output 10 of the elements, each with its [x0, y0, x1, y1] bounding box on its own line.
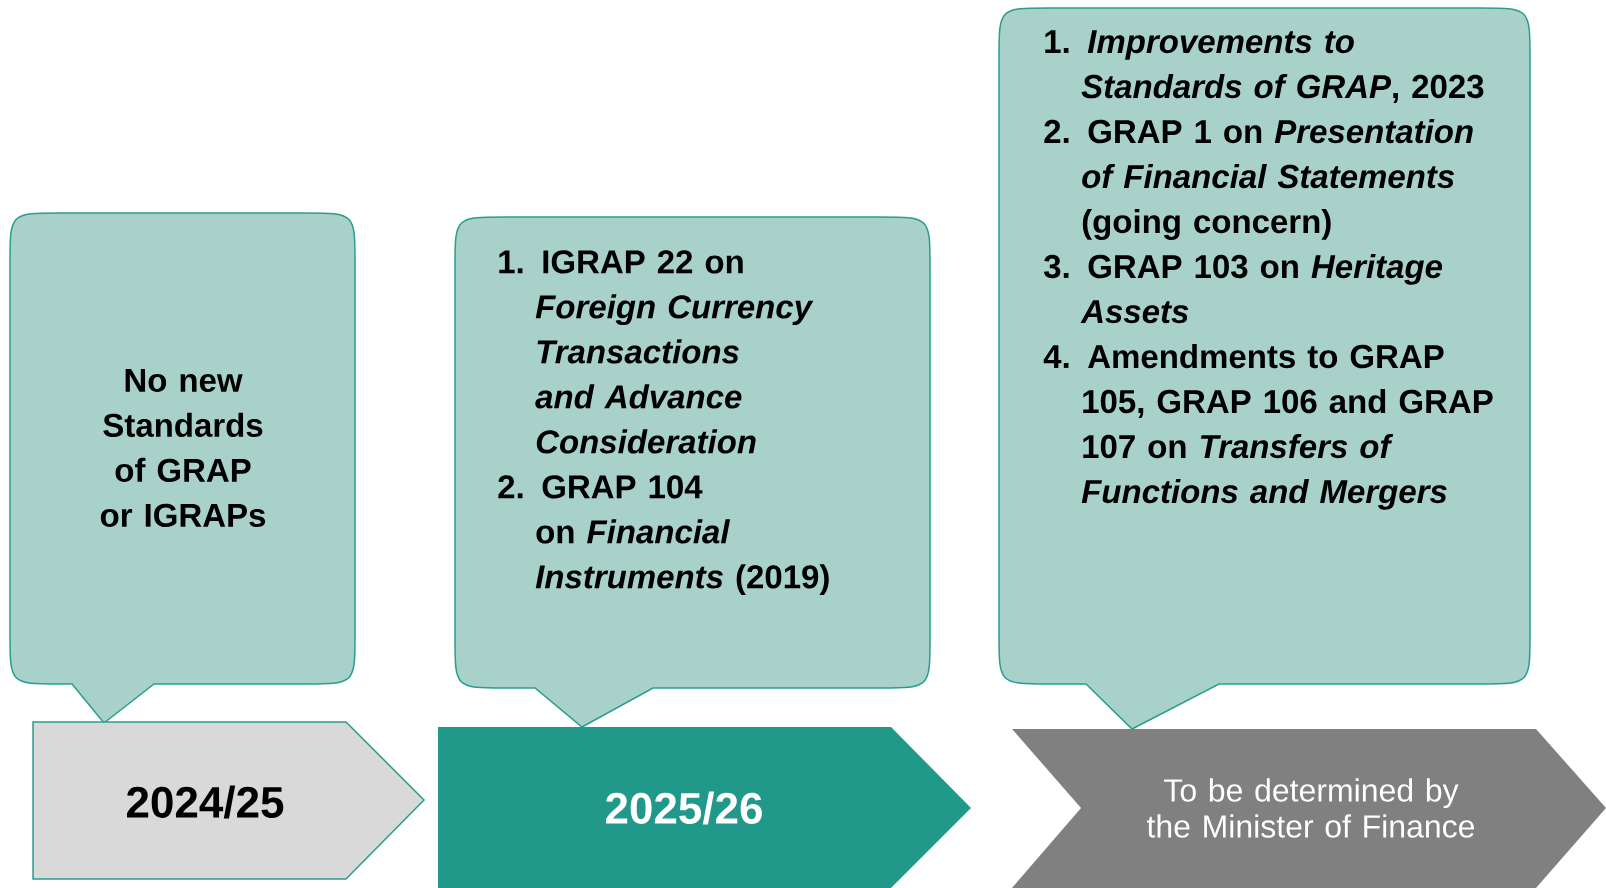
list-item: 1. IGRAP 22 on Foreign Currency Transactions and Advance Consideration: [499, 250, 814, 454]
list-item: 1. Improvements to Standards of GRAP, 2023: [1045, 30, 1484, 103]
list-item: 4. Amendments to GRAP 105, GRAP 106 and GRAP 107 on Transfers of Functions and Mergers: [1043, 344, 1493, 510]
speech-bubble: [998, 7, 1531, 730]
speech-bubble: [454, 216, 931, 728]
list-item: 2. GRAP 104 on Financial Instruments (2019): [498, 475, 829, 596]
bubble-text: No new Standards of GRAP or IGRAPs: [100, 369, 266, 527]
speech-bubble: [9, 212, 356, 724]
list-item: 3. GRAP 103 on Heritage Assets: [1043, 254, 1443, 324]
list-item: 2. GRAP 1 on Presentation of Financial Statements (going concern): [1044, 119, 1473, 240]
